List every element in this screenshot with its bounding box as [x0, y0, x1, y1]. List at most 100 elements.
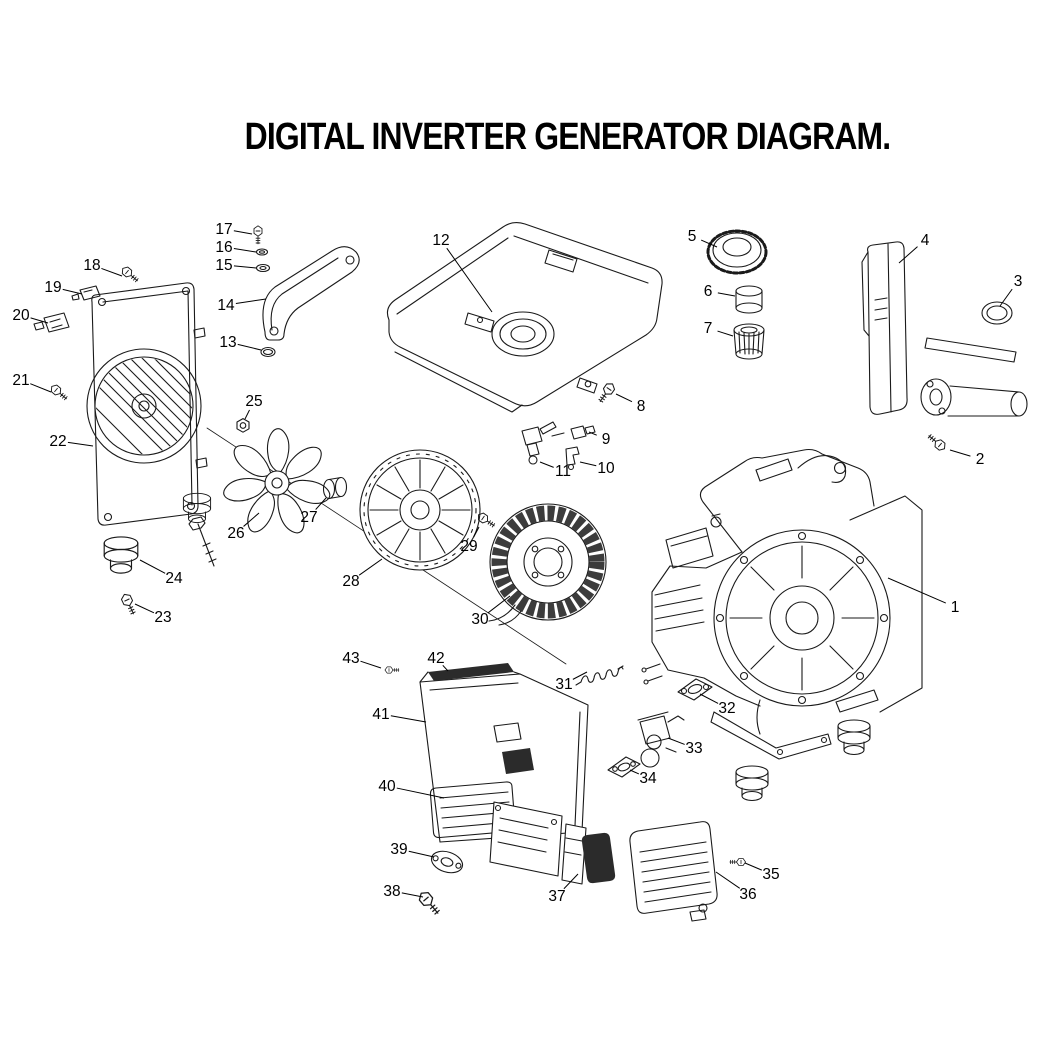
stator-art [488, 503, 607, 626]
callout-number: 2 [976, 451, 985, 468]
leader-line [572, 671, 588, 680]
callout-number: 20 [12, 307, 30, 324]
engine-foot-rear-art [837, 719, 871, 756]
leader-line [233, 265, 257, 269]
leader-line [237, 343, 262, 351]
fuel-tank-art [386, 221, 663, 413]
leader-line [473, 526, 480, 538]
leader-line [487, 595, 511, 614]
exhaust-pipe-art [920, 337, 1028, 417]
gasket-39-art [430, 850, 464, 874]
engine-assembly-art [641, 448, 923, 760]
callout-number: 8 [637, 398, 646, 415]
leader-line [233, 230, 253, 235]
bolt-21-art [48, 382, 70, 403]
callout-number: 4 [921, 232, 930, 249]
callout-number: 7 [704, 320, 713, 337]
washer-16-art [255, 248, 269, 256]
callout-number: 42 [427, 650, 444, 667]
leader-line [700, 239, 718, 248]
leader-line [887, 577, 947, 604]
leader-line [715, 871, 741, 889]
callout-number: 13 [219, 334, 236, 351]
leader-line [139, 559, 166, 574]
connector-20-art [33, 312, 70, 333]
fuel-cap-art [706, 229, 768, 275]
shroud-art [861, 241, 908, 415]
nut-25-art [236, 418, 250, 433]
callout-number: 12 [432, 232, 449, 249]
fuel-filter-art [733, 323, 765, 360]
callout-number: 36 [739, 886, 756, 903]
long-bolt-art [188, 516, 217, 567]
callout-number: 28 [342, 573, 359, 590]
handle-art [262, 246, 360, 341]
leader-line [358, 558, 383, 576]
filler-neck-art [735, 285, 763, 314]
leader-line [62, 288, 83, 295]
callout-number: 38 [383, 883, 400, 900]
callout-number: 26 [227, 525, 244, 542]
leader-line [539, 461, 554, 468]
leader-line [235, 298, 267, 305]
leader-line [629, 769, 640, 775]
callout-number: 16 [215, 239, 232, 256]
callout-number: 1 [951, 599, 960, 616]
leader-line [563, 873, 579, 890]
leader-line [898, 246, 918, 264]
callout-number: 3 [1014, 273, 1023, 290]
bolt-18-art [119, 264, 141, 285]
callout-number: 18 [83, 257, 100, 274]
spring-art [575, 665, 624, 686]
leader-line [442, 665, 449, 672]
callout-number: 24 [165, 570, 183, 587]
leader-line [615, 393, 633, 403]
fuel-valve-art [521, 421, 596, 471]
leader-line [243, 512, 260, 527]
page-title: DIGITAL INVERTER GENERATOR DIAGRAM. [244, 116, 892, 158]
callout-number: 22 [49, 433, 66, 450]
leader-line [588, 431, 597, 436]
bolt-8-art [595, 380, 617, 405]
leader-line [396, 787, 445, 799]
screw-43-art [384, 666, 400, 674]
leader-line [446, 247, 493, 313]
leader-line [699, 693, 719, 704]
leader-line [949, 449, 971, 457]
callout-number: 41 [372, 706, 389, 723]
bolt-38-art [416, 888, 443, 918]
gasket-32-art [677, 678, 713, 701]
callout-number: 19 [44, 279, 61, 296]
callout-number: 29 [460, 538, 477, 555]
leader-line [717, 330, 734, 337]
callout-number: 9 [602, 431, 611, 448]
callout-number: 11 [555, 463, 571, 480]
callout-number: 23 [154, 609, 171, 626]
callout-number: 33 [685, 740, 702, 757]
leader-line [101, 267, 123, 277]
leader-line [401, 892, 424, 898]
leader-line [408, 850, 435, 858]
leader-line [717, 292, 736, 297]
callout-number: 40 [378, 778, 396, 795]
leader-line [244, 409, 250, 420]
callout-number: 6 [704, 283, 713, 300]
leader-line [233, 248, 257, 253]
callout-number: 5 [688, 228, 697, 245]
callout-number: 10 [597, 460, 615, 477]
leader-line [360, 660, 382, 669]
callout-number: 34 [639, 770, 657, 787]
leader-line [744, 862, 762, 871]
dark-pad-art [581, 832, 616, 884]
bracket-37-art [489, 801, 587, 885]
callout-number: 14 [217, 297, 235, 314]
callout-number: 27 [300, 509, 317, 526]
leader-line [315, 497, 327, 510]
leader-line [67, 441, 94, 447]
rubber-mount-24-art [103, 536, 139, 574]
callout-number: 21 [12, 372, 29, 389]
washer-15-art [255, 263, 271, 273]
